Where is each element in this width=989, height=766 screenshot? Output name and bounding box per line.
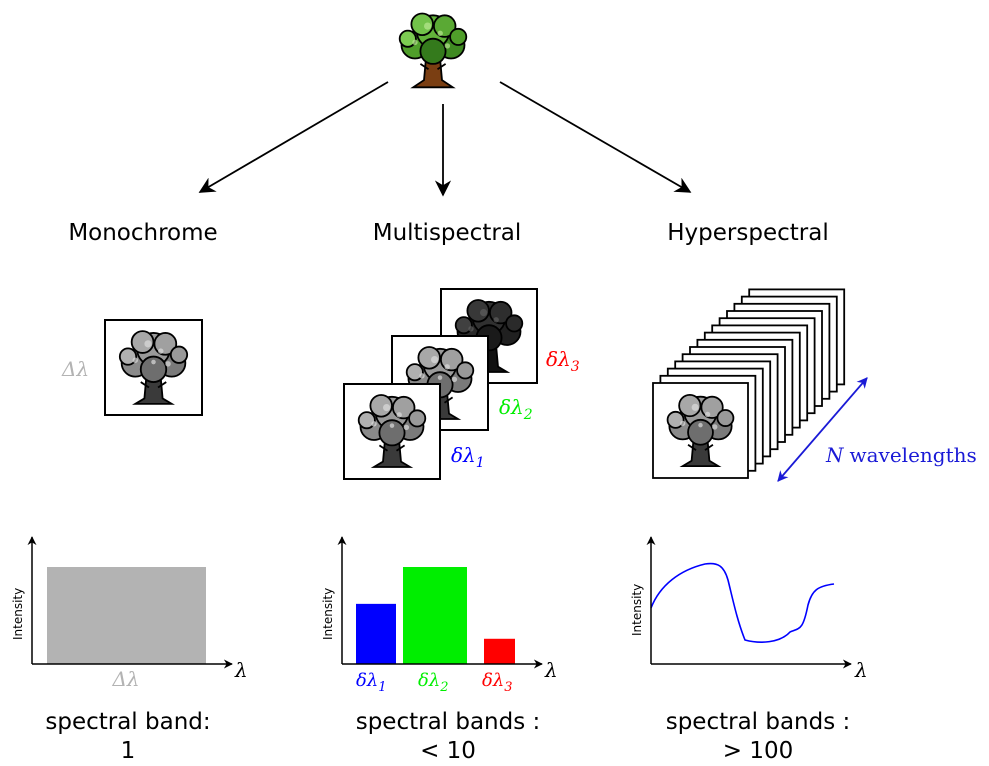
- hyperspectral-count-value: > 100: [723, 738, 793, 764]
- monochrome-band-bar: [47, 567, 206, 664]
- multispectral-image-1: [343, 383, 441, 480]
- spectrum-curve: [650, 562, 835, 643]
- hyperspectral-ylabel: Intensity: [630, 584, 644, 636]
- hyperspectral-image-stack: [652, 288, 846, 479]
- hyperspectral-xlabel: λ: [854, 658, 868, 682]
- band2-bar: [403, 567, 467, 664]
- band2-image-label: δλ2: [499, 395, 533, 423]
- hyperspectral-title: Hyperspectral: [667, 220, 828, 246]
- multispectral-ylabel: Intensity: [321, 588, 335, 640]
- band3-bar: [484, 638, 515, 664]
- multispectral-spectrum-chart: Intensity λ δλ1 δλ2 δλ3: [321, 536, 558, 695]
- band2-tick-label: δλ2: [418, 670, 449, 695]
- source-tree-icon: [398, 12, 468, 89]
- band1-image-label: δλ1: [451, 443, 485, 471]
- monochrome-xlabel: λ: [234, 658, 248, 682]
- arrow-to-hyperspectral: [499, 81, 692, 193]
- monochrome-ylabel: Intensity: [11, 588, 25, 640]
- monochrome-spectrum-chart: Intensity λ Δλ: [11, 536, 248, 691]
- multispectral-count-label: spectral bands :: [356, 709, 541, 735]
- band3-image-label: δλ3: [546, 347, 580, 375]
- band1-bar: [356, 603, 396, 664]
- band1-tick-label: δλ1: [356, 670, 387, 695]
- hyperspectral-count-label: spectral bands :: [666, 709, 851, 735]
- multispectral-count-value: < 10: [420, 738, 476, 764]
- monochrome-title: Monochrome: [68, 220, 217, 246]
- multispectral-title: Multispectral: [373, 220, 522, 246]
- monochrome-delta-label: Δλ: [61, 357, 89, 381]
- monochrome-count-value: 1: [121, 738, 136, 764]
- wavelength-count-arrow: [777, 377, 868, 482]
- hyperspectral-spectrum-chart: Intensity λ: [630, 536, 868, 682]
- multispectral-xlabel: λ: [544, 658, 558, 682]
- monochrome-bar-label: Δλ: [111, 667, 139, 691]
- arrow-to-monochrome: [198, 81, 389, 193]
- monochrome-image: [104, 319, 203, 416]
- monochrome-count-label: spectral band:: [45, 709, 210, 735]
- band3-tick-label: δλ3: [482, 670, 513, 695]
